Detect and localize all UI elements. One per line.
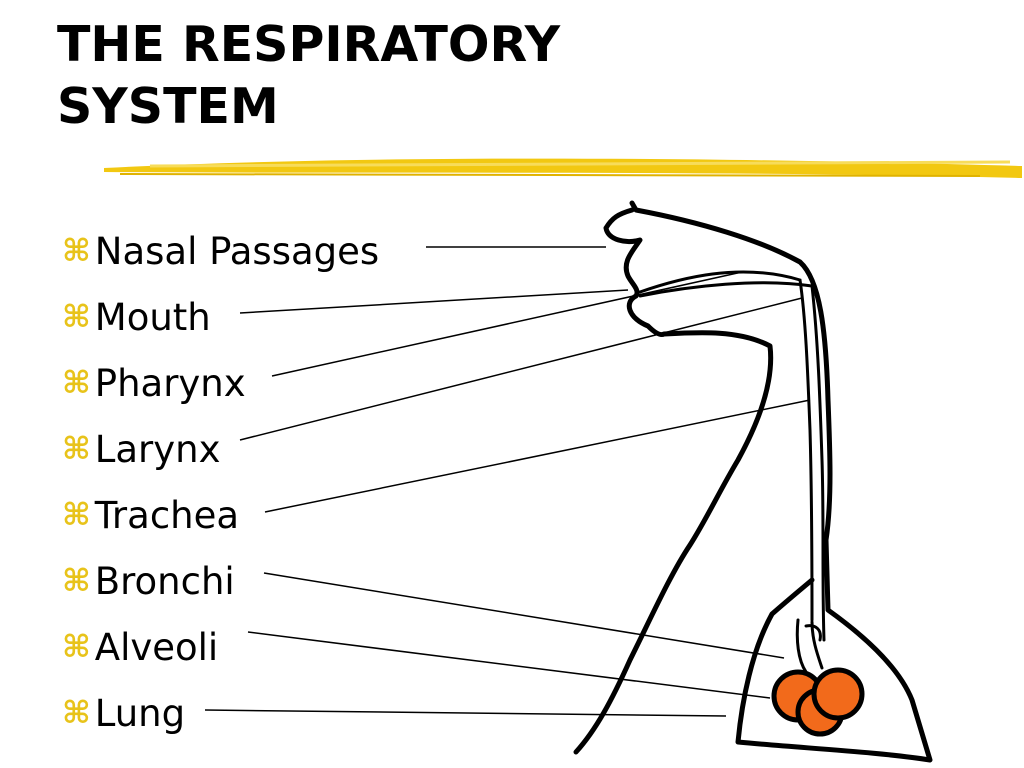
list-item: ⌘Larynx [62,416,379,482]
list-item: ⌘Pharynx [62,350,379,416]
airway-outline [573,200,933,763]
command-key-icon: ⌘ [62,563,91,599]
command-key-icon: ⌘ [62,365,91,401]
command-key-icon: ⌘ [62,233,91,269]
list-item: ⌘Nasal Passages [62,218,379,284]
item-label-lung: Lung [94,691,186,735]
list-item: ⌘Trachea [62,482,379,548]
page-title: THE RESPIRATORY SYSTEM [57,14,560,138]
list-item: ⌘Lung [62,680,379,746]
command-key-icon: ⌘ [62,695,91,731]
alveoli-cluster [771,667,865,737]
command-key-icon: ⌘ [62,299,91,335]
item-label-trachea: Trachea [94,493,240,537]
item-label-mouth: Mouth [94,295,211,339]
item-label-nasal-passages: Nasal Passages [94,229,380,273]
item-label-larynx: Larynx [94,427,221,471]
command-key-icon: ⌘ [62,629,91,665]
command-key-icon: ⌘ [62,431,91,467]
list-item: ⌘Alveoli [62,614,379,680]
list-item: ⌘Mouth [62,284,379,350]
title-line-2: SYSTEM [57,78,279,135]
trachea-lines [638,270,826,674]
label-list: ⌘Nasal Passages ⌘Mouth ⌘Pharynx ⌘Larynx … [62,218,379,746]
item-label-pharynx: Pharynx [94,361,246,405]
list-item: ⌘Bronchi [62,548,379,614]
command-key-icon: ⌘ [62,497,91,533]
title-underline-bar [104,158,1022,178]
title-line-1: THE RESPIRATORY [57,16,561,73]
leader-lines [204,246,811,717]
item-label-alveoli: Alveoli [94,625,219,669]
item-label-bronchi: Bronchi [94,559,235,603]
